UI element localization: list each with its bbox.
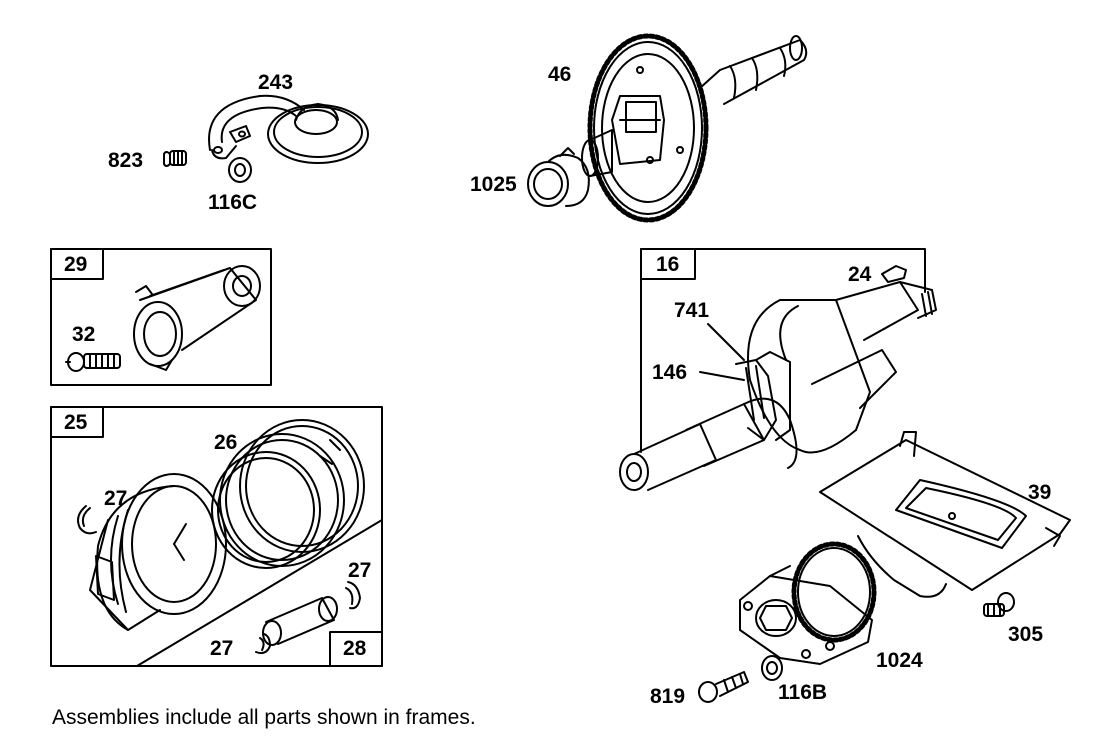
part-46-drawing bbox=[581, 33, 808, 223]
part-39-drawing bbox=[819, 431, 1071, 598]
label-16: 16 bbox=[656, 253, 680, 276]
part-28-drawing bbox=[262, 596, 338, 646]
frame-25 bbox=[50, 406, 383, 667]
assembly-note: Assemblies include all parts shown in fr… bbox=[52, 706, 476, 729]
part-243-drawing bbox=[208, 94, 369, 164]
part-305-drawing bbox=[983, 592, 1015, 617]
frame-29 bbox=[50, 248, 272, 386]
label-146: 146 bbox=[652, 361, 688, 384]
part-27-clip-c bbox=[255, 633, 271, 655]
part-25-drawing bbox=[89, 473, 227, 631]
label-29: 29 bbox=[64, 253, 88, 276]
label-39: 39 bbox=[1028, 481, 1052, 504]
label-25: 25 bbox=[64, 411, 88, 434]
part-32-drawing bbox=[65, 352, 121, 372]
part-116b-drawing bbox=[761, 655, 783, 681]
label-27-c: 27 bbox=[210, 637, 234, 660]
label-823: 823 bbox=[108, 149, 144, 172]
part-16-drawing bbox=[619, 265, 937, 491]
label-26: 26 bbox=[214, 431, 238, 454]
label-116b: 116B bbox=[778, 681, 828, 704]
part-819-drawing bbox=[698, 671, 749, 703]
label-243: 243 bbox=[258, 71, 294, 94]
label-28: 28 bbox=[343, 637, 367, 660]
label-32: 32 bbox=[72, 323, 96, 346]
label-24: 24 bbox=[848, 263, 872, 286]
part-1025-drawing bbox=[527, 147, 590, 207]
label-819: 819 bbox=[650, 685, 686, 708]
part-29-drawing bbox=[133, 265, 261, 371]
part-1024-drawing bbox=[739, 541, 877, 665]
label-116c: 116C bbox=[208, 191, 258, 214]
part-26-drawing bbox=[211, 419, 365, 569]
label-1024: 1024 bbox=[876, 649, 923, 672]
part-27-clip-b bbox=[345, 581, 361, 610]
label-27-a: 27 bbox=[104, 487, 128, 510]
frame-16 bbox=[640, 248, 926, 453]
leader-146 bbox=[699, 371, 745, 381]
part-823-drawing bbox=[163, 150, 187, 167]
label-741: 741 bbox=[674, 299, 710, 322]
label-46: 46 bbox=[548, 63, 572, 86]
part-27-clip-a bbox=[77, 505, 97, 535]
leader-741 bbox=[707, 323, 745, 361]
label-1025: 1025 bbox=[470, 173, 517, 196]
part-116c-drawing bbox=[228, 157, 252, 183]
label-305: 305 bbox=[1008, 623, 1044, 646]
label-27-b: 27 bbox=[348, 559, 372, 582]
